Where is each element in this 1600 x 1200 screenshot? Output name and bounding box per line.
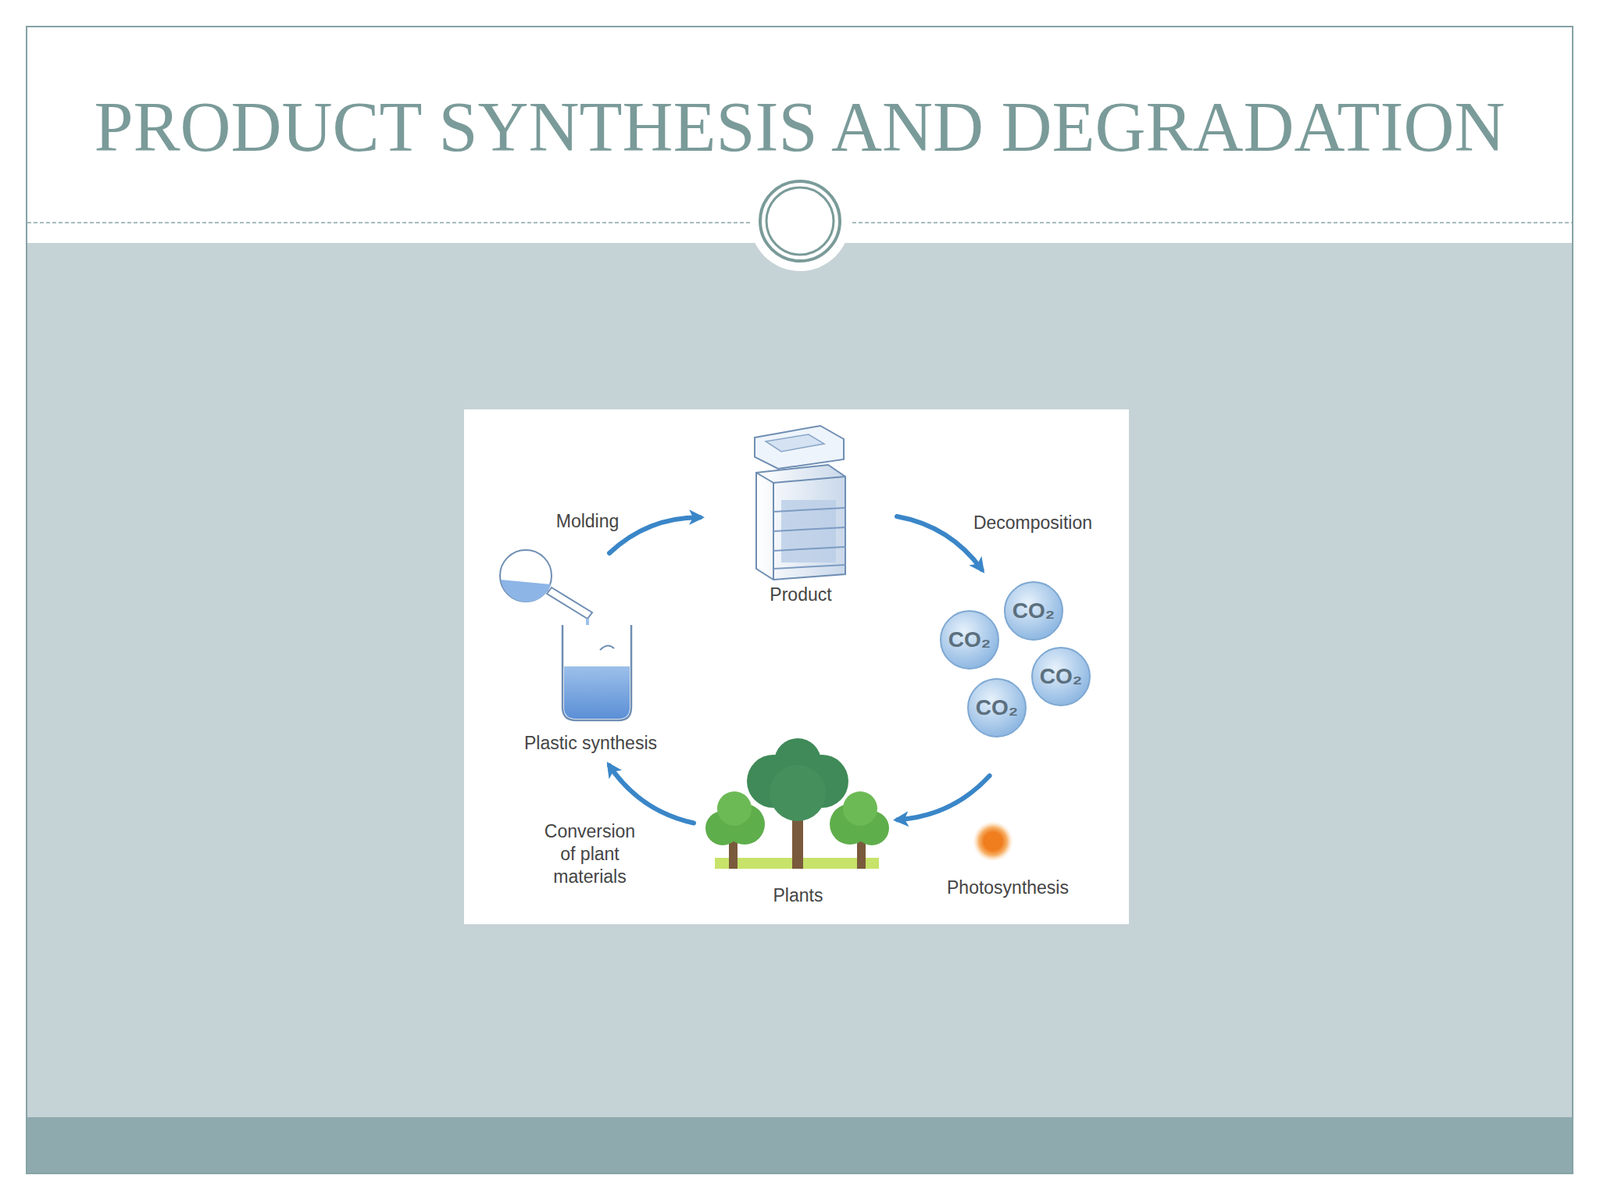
edge-label: Conversion of plant materials xyxy=(539,820,641,889)
bubble-text: CO₂ xyxy=(1003,580,1065,642)
bubble-text: CO₂ xyxy=(1030,646,1092,708)
trees-illustration xyxy=(705,738,890,869)
slide-title: PRODUCT SYNTHESIS AND DEGRADATION xyxy=(26,82,1573,172)
ornament-ring xyxy=(760,181,840,261)
cycle-arrow xyxy=(609,517,700,554)
ornament-ring xyxy=(766,187,834,255)
bubble-text: CO₂ xyxy=(966,677,1028,739)
footer-band xyxy=(27,1117,1572,1173)
node-label: Product xyxy=(750,583,852,606)
node-label: Plastic synthesis xyxy=(515,732,666,754)
lab-glassware xyxy=(500,550,632,721)
product-node: Product xyxy=(750,421,852,606)
sun-symbol xyxy=(972,821,1014,862)
ornament-circle xyxy=(750,171,850,272)
product-illustration xyxy=(754,425,846,580)
plants-node: Plants xyxy=(706,739,890,907)
content-band xyxy=(27,242,1572,1118)
cycle-arrow xyxy=(609,765,694,824)
cycle-arrow xyxy=(897,775,990,820)
slide-frame xyxy=(26,26,1573,1174)
node-label: Plants xyxy=(706,884,890,907)
co2-bubble: CO₂ xyxy=(1003,580,1065,642)
figure-panel xyxy=(464,409,1129,925)
edge-label: Decomposition xyxy=(946,511,1119,535)
cycle-arrow xyxy=(896,516,983,570)
edge-label: Molding xyxy=(509,510,666,533)
plastic-synthesis-node: Plastic synthesis xyxy=(515,558,666,754)
co2-bubble: CO₂ xyxy=(966,677,1028,739)
co2-bubble: CO₂ xyxy=(939,609,1000,671)
bubble-text: CO₂ xyxy=(939,609,1000,671)
co2-bubble: CO₂ xyxy=(1030,646,1092,708)
edge-label: Photosynthesis xyxy=(921,876,1094,900)
